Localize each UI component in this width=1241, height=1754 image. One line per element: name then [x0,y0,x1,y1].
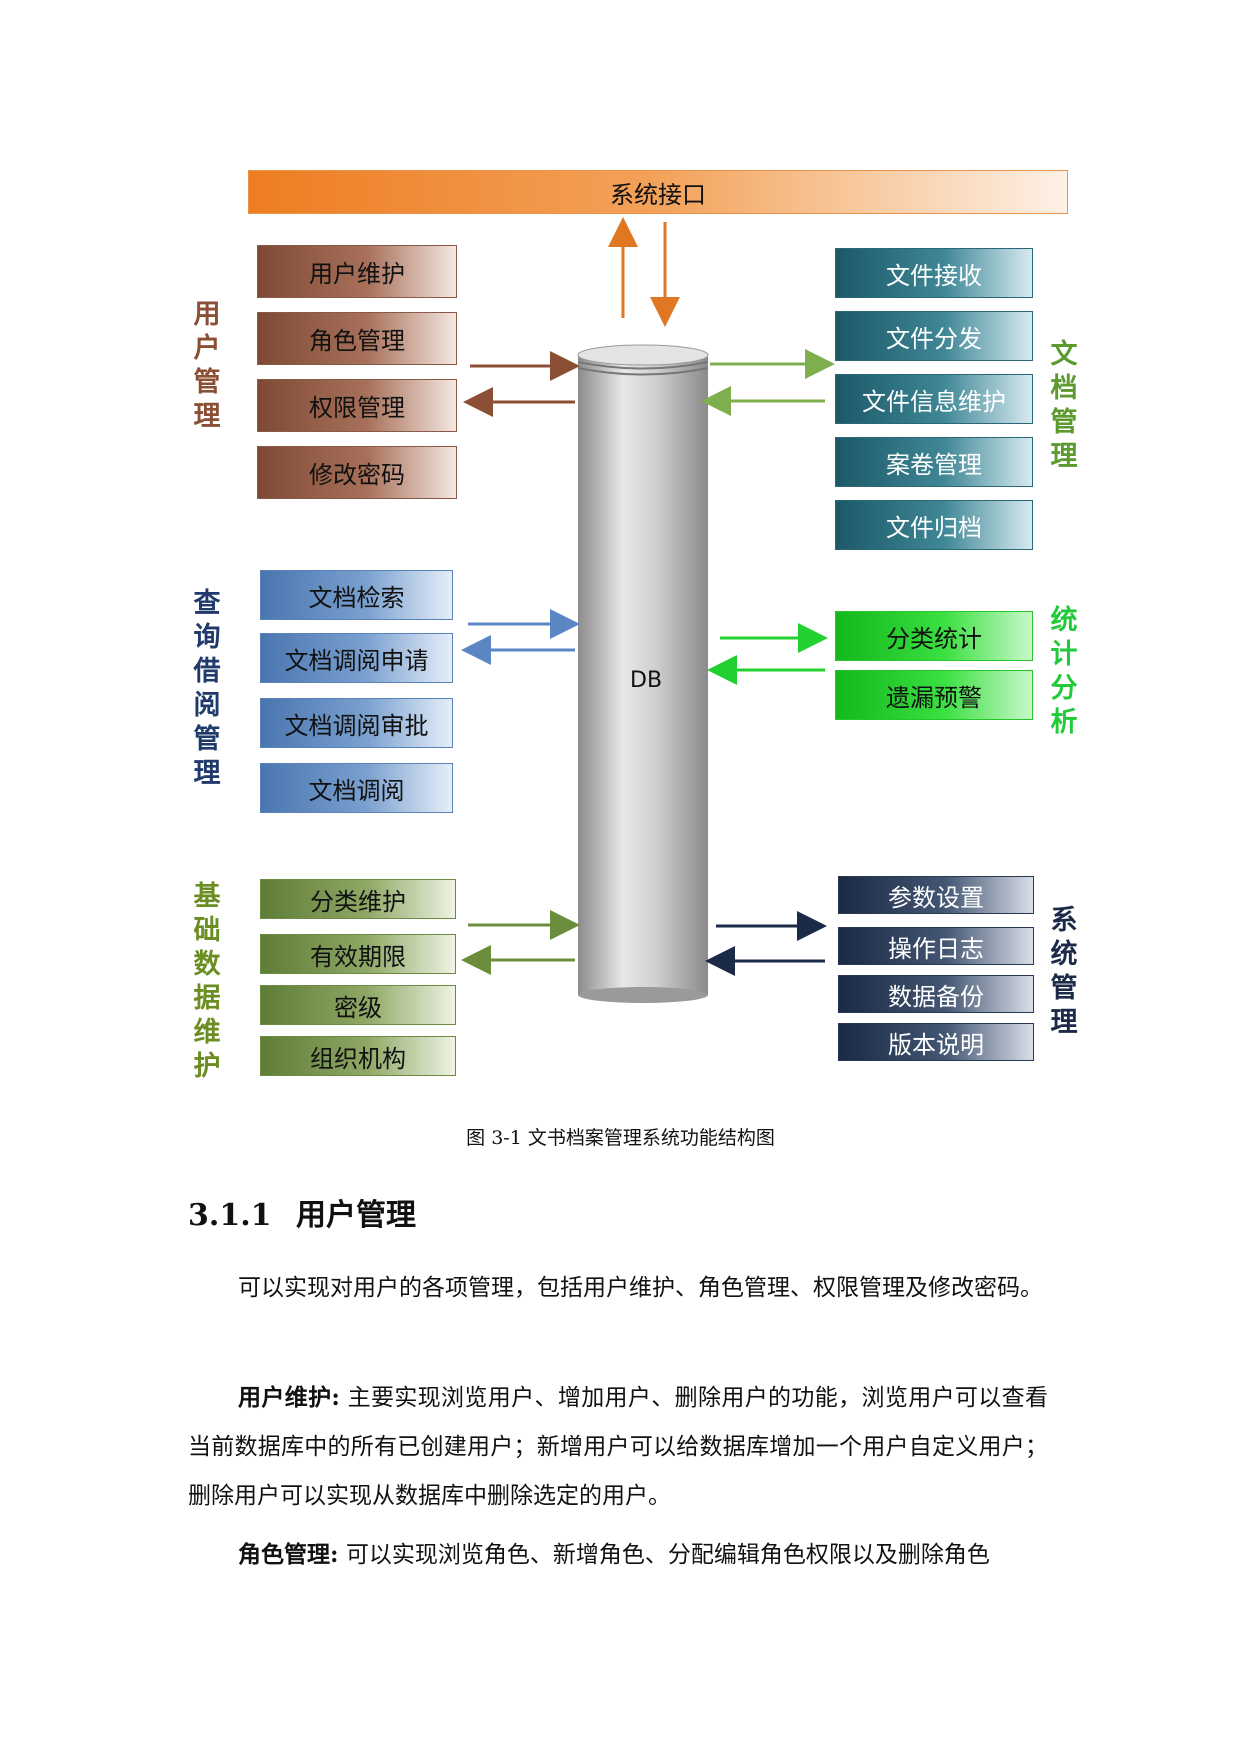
box-data-backup: 数据备份 [838,975,1034,1013]
box-label: 参数设置 [888,883,984,912]
group-label-user-text: 用户管理 [193,299,221,432]
group-label-query-text: 查询借阅管理 [193,588,221,789]
group-label-user: 用户管理 [187,298,227,434]
box-user-maintain: 用户维护 [257,245,457,298]
box-organization: 组织机构 [260,1036,456,1076]
box-file-info-maintain: 文件信息维护 [835,374,1033,424]
box-version-info: 版本说明 [838,1023,1034,1061]
paragraph-text: 可以实现浏览角色、新增角色、分配编辑角色权限以及删除角色 [345,1542,990,1568]
group-label-stats-text: 统计分析 [1050,605,1078,738]
group-label-sys-text: 系统管理 [1050,905,1078,1038]
section-title: 用户管理 [295,1198,416,1233]
group-label-query: 查询借阅管理 [187,587,227,791]
box-category-maintain: 分类维护 [260,879,456,919]
box-label: 用户维护 [309,260,405,288]
box-doc-borrow: 文档调阅 [260,763,453,813]
box-label: 文档调阅申请 [284,646,429,675]
box-doc-search: 文档检索 [260,570,453,620]
box-volume-manage: 案卷管理 [835,437,1033,487]
box-doc-borrow-apply: 文档调阅申请 [260,633,453,683]
box-label: 版本说明 [888,1030,984,1059]
box-label: 文件归档 [886,513,982,542]
box-label: 文件信息维护 [862,387,1006,416]
paragraph-text: 主要实现浏览用户、增加用户、删除用户的功能，浏览用户可以查看当前数据库中的所有已… [188,1385,1049,1509]
box-label: 遗漏预警 [886,683,982,712]
group-label-basic: 基础数据维护 [187,880,227,1084]
group-label-doc-text: 文档管理 [1050,339,1078,472]
box-label: 组织机构 [310,1044,406,1073]
box-label: 分类维护 [310,887,406,916]
group-label-sys: 系统管理 [1044,904,1084,1040]
box-label: 权限管理 [309,394,405,422]
box-category-stats: 分类统计 [835,611,1033,661]
box-label: 案卷管理 [886,450,982,479]
system-interface-label: 系统接口 [610,180,706,209]
system-interface-bar: 系统接口 [248,170,1068,214]
box-label: 角色管理 [309,327,405,355]
box-doc-borrow-approve: 文档调阅审批 [260,698,453,748]
box-label: 分类统计 [886,624,982,653]
box-file-receive: 文件接收 [835,248,1033,298]
box-omission-warning: 遗漏预警 [835,670,1033,720]
box-label: 文件分发 [886,324,982,353]
db-cylinder [577,344,709,1003]
section-number: 3.1.1 [188,1198,272,1233]
box-operation-log: 操作日志 [838,927,1034,965]
box-security-level: 密级 [260,985,456,1025]
paragraph-label: 角色管理: [238,1541,339,1568]
box-label: 有效期限 [310,942,406,971]
box-permission-manage: 权限管理 [257,379,457,432]
group-label-basic-text: 基础数据维护 [193,881,221,1082]
db-label: DB [630,668,663,693]
box-label: 操作日志 [888,934,984,963]
paragraph-user-maintain: 用户维护: 主要实现浏览用户、增加用户、删除用户的功能，浏览用户可以查看当前数据… [188,1373,1048,1521]
group-label-doc: 文档管理 [1044,338,1084,474]
box-role-manage: 角色管理 [257,312,457,365]
box-label: 数据备份 [888,982,984,1011]
box-label: 文档调阅审批 [284,711,429,740]
paragraph-intro: 可以实现对用户的各项管理，包括用户维护、角色管理、权限管理及修改密码。 [238,1275,1043,1301]
group-label-stats: 统计分析 [1044,604,1084,740]
box-label: 密级 [334,993,382,1022]
box-file-archive: 文件归档 [835,500,1033,550]
box-label: 文档调阅 [308,776,405,805]
box-change-password: 修改密码 [257,446,457,499]
paragraph-label: 用户维护: [238,1384,340,1411]
paragraph-role-manage: 角色管理: 可以实现浏览角色、新增角色、分配编辑角色权限以及删除角色 [188,1530,1048,1580]
box-label: 修改密码 [309,461,405,489]
box-validity-period: 有效期限 [260,934,456,974]
box-param-settings: 参数设置 [838,876,1034,914]
box-file-distribute: 文件分发 [835,311,1033,361]
figure-caption: 图 3-1 文书档案管理系统功能结构图 [466,1127,775,1149]
section-heading: 3.1.1 用户管理 [188,1190,416,1234]
box-label: 文件接收 [886,261,982,290]
box-label: 文档检索 [308,583,405,612]
